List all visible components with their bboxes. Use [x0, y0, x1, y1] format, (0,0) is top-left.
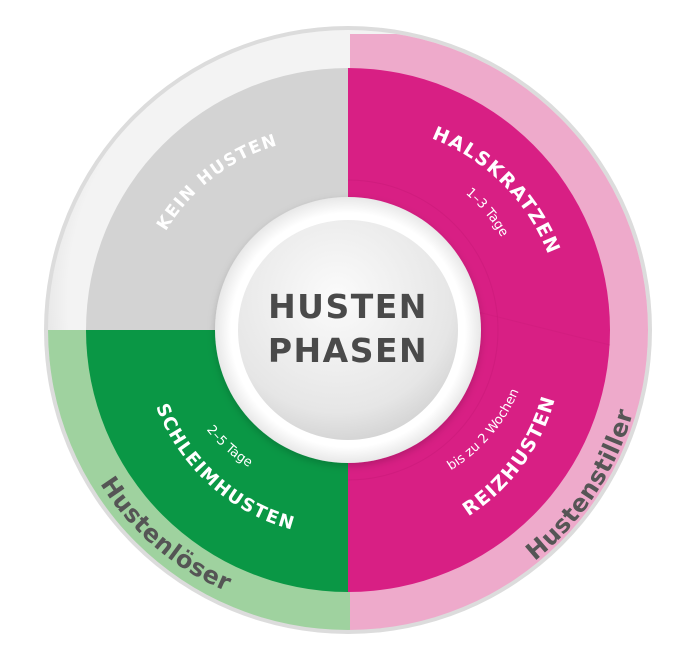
center-title-line1: HUSTEN	[268, 287, 428, 326]
halskratzen-inner-ring	[347, 179, 499, 481]
center-title-line2: PHASEN	[268, 331, 428, 370]
reizhusten-divider	[469, 309, 611, 346]
center-disc	[238, 220, 458, 440]
